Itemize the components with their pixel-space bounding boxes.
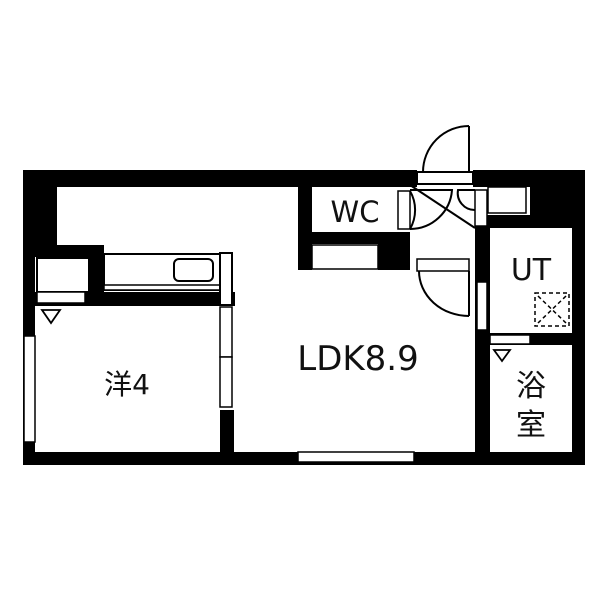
sliding-door-western bbox=[219, 306, 233, 408]
washing-machine-icon bbox=[534, 292, 570, 327]
room-label-bath-2: 室 bbox=[516, 408, 546, 443]
room-label-bath-1: 浴 bbox=[516, 369, 546, 404]
entrance-door bbox=[416, 125, 474, 189]
inner-walls bbox=[23, 183, 575, 455]
wc-room bbox=[311, 187, 454, 270]
hall-door bbox=[416, 258, 470, 317]
closet-door bbox=[36, 291, 86, 304]
sink-icon bbox=[173, 258, 214, 282]
window-west bbox=[23, 335, 36, 443]
closet bbox=[36, 257, 90, 293]
room-entry-marker bbox=[40, 309, 62, 325]
room-label-wc: WC bbox=[331, 195, 380, 229]
bath-door bbox=[489, 334, 531, 345]
room-label-ldk: LDK8.9 bbox=[297, 339, 419, 379]
bath-entry-marker bbox=[492, 349, 512, 363]
room-label-western: 洋4 bbox=[104, 368, 150, 401]
kitchen-counter bbox=[103, 252, 233, 306]
ut-door bbox=[476, 281, 488, 331]
window-south bbox=[297, 451, 415, 463]
room-label-ut: UT bbox=[511, 253, 552, 288]
entrance-hall bbox=[409, 184, 527, 229]
